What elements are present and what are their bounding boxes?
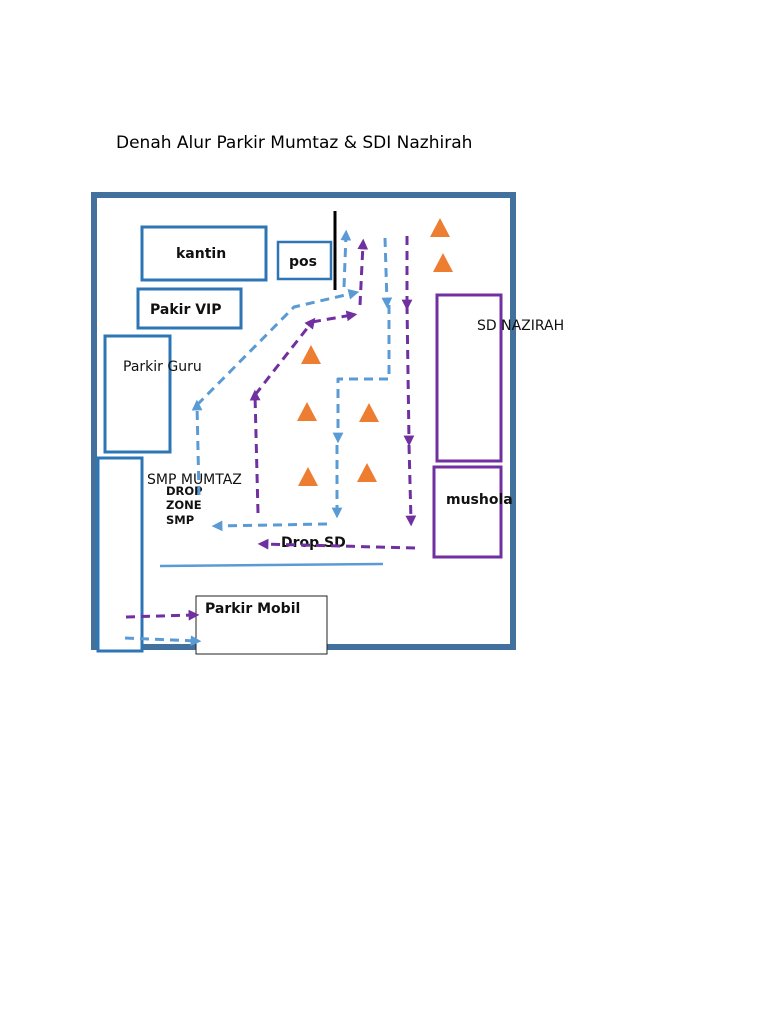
parkir-guru-box [103, 334, 172, 454]
kantin-label: kantin [176, 246, 226, 262]
purple-flow-to-mushola-arrow [405, 444, 417, 527]
blue-flow-diagonal-arrow [195, 288, 360, 407]
drop-zone-smp-line-3: SMP [166, 513, 194, 527]
diagram-title: Denah Alur Parkir Mumtaz & SDI Nazhirah [116, 133, 472, 153]
purple-flow-exit-arrow [357, 238, 369, 306]
blue-flow-parkir-mobil-arrow [124, 635, 202, 647]
sd-nazirah-label: SD NAZIRAH [477, 318, 564, 334]
sd-nazirah-box [435, 293, 503, 463]
blue-flow-to-drop-zone-arrow [211, 520, 328, 532]
traffic-cone-icon [297, 402, 317, 421]
smp-mumtaz-label: SMP MUMTAZ [147, 472, 242, 488]
parkir-mobil-label: Parkir Mobil [205, 601, 300, 617]
purple-flow-down-arrow [403, 304, 415, 447]
mushola-box [432, 465, 503, 559]
traffic-cone-icon [430, 218, 450, 237]
blue-flow-inner-loop-arrow [332, 305, 391, 444]
traffic-cone-icon [301, 345, 321, 364]
smp-mumtaz-box [96, 456, 144, 653]
mushola-label: mushola [446, 492, 513, 508]
road-divider-line [159, 562, 384, 568]
pos-box [276, 240, 333, 281]
parkir-guru-label: Parkir Guru [123, 359, 202, 375]
blue-flow-return-up-arrow [191, 399, 203, 496]
drop-sd-label: Drop SD [281, 535, 346, 551]
purple-flow-parkir-mobil-arrow [125, 609, 200, 621]
traffic-cone-icon [359, 403, 379, 422]
purple-flow-right-arrow [311, 310, 358, 324]
purple-flow-return-up-arrow [249, 389, 261, 514]
pakir-vip-box [136, 287, 243, 330]
traffic-cone-icon [433, 253, 453, 272]
kantin-box [140, 225, 268, 282]
purple-flow-diagonal-arrow [253, 317, 316, 396]
pakir-vip-label: Pakir VIP [150, 302, 222, 318]
traffic-cone-icon [357, 463, 377, 482]
blue-flow-exit-arrow [340, 229, 352, 288]
purple-flow-drop-sd-arrow [257, 538, 416, 550]
drop-zone-smp-line-1: DROP [166, 484, 203, 498]
drop-zone-smp-line-2: ZONE [166, 498, 202, 512]
pos-label: pos [289, 254, 317, 270]
traffic-cone-icon [298, 467, 318, 486]
blue-flow-entry-arrow [381, 237, 393, 309]
parkir-mobil-box [195, 595, 328, 655]
